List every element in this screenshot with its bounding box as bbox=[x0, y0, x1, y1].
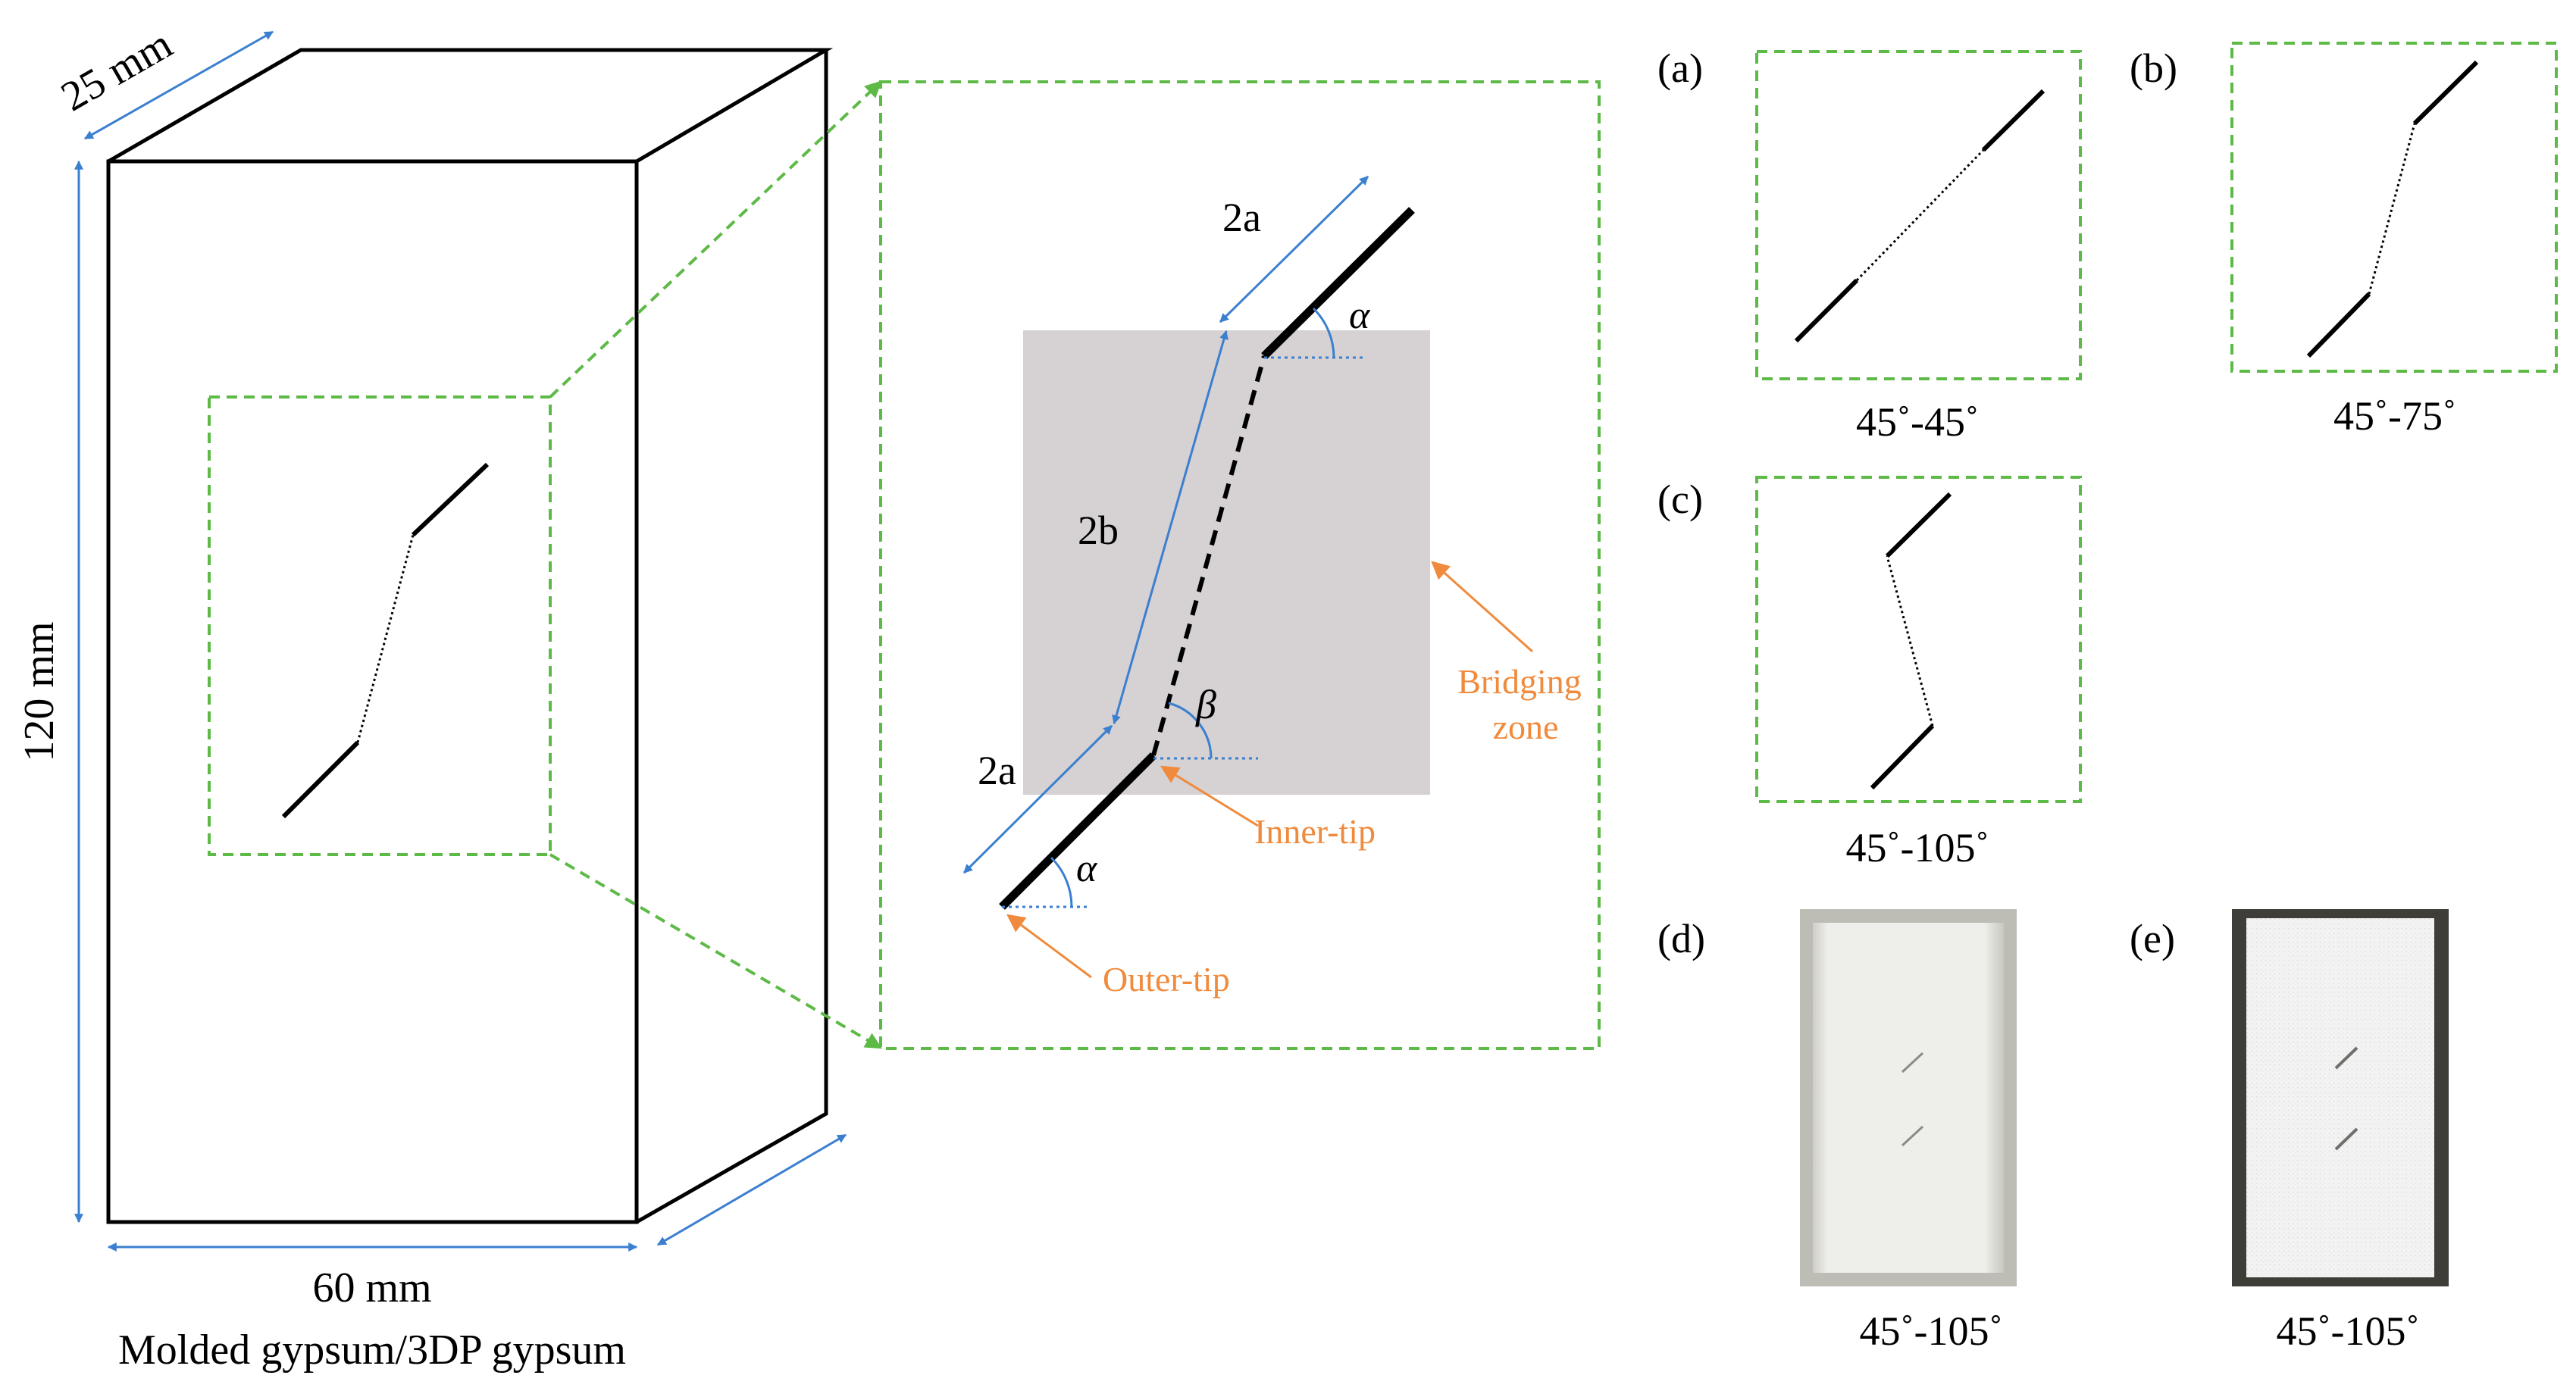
panel-e: (e) 45˚-105˚ bbox=[2130, 909, 2449, 1354]
specimen-flaw-pair bbox=[281, 462, 490, 819]
panel-b-letter: (b) bbox=[2130, 45, 2177, 91]
panel-c-caption: 45˚-105˚ bbox=[1846, 825, 1989, 870]
outer-tip-label: Outer-tip bbox=[1103, 960, 1230, 999]
alpha-label-top: α bbox=[1349, 294, 1371, 337]
panel-b-frame bbox=[2230, 42, 2558, 373]
panel-a-caption: 45˚-45˚ bbox=[1856, 399, 1979, 445]
specimen-block: 25 mm 120 mm 60 mm Molded gypsum/3DP gyp… bbox=[16, 20, 882, 1374]
height-label: 120 mm bbox=[16, 621, 63, 761]
specimen-caption: Molded gypsum/3DP gypsum bbox=[118, 1327, 626, 1374]
lower-flaw-length-label: 2a bbox=[978, 748, 1016, 793]
panel-e-caption: 45˚-105˚ bbox=[2277, 1308, 2420, 1354]
panel-c-frame bbox=[1755, 476, 2082, 803]
bridging-zone bbox=[1023, 330, 1430, 795]
bridge-length-arrow bbox=[1112, 330, 1229, 725]
width-label: 60 mm bbox=[312, 1264, 431, 1311]
panel-b: (b) 45˚-75˚ bbox=[2130, 42, 2558, 439]
upper-flaw-length-label: 2a bbox=[1222, 195, 1261, 240]
panel-e-photo bbox=[2232, 909, 2449, 1286]
specimen-inset-box bbox=[208, 395, 552, 856]
bridging-zone-label-line2: zone bbox=[1493, 708, 1559, 746]
detail-view: 2a 2b 2a α α β Bridging zone Inner-tip O… bbox=[879, 80, 1601, 1050]
bridge-length-label: 2b bbox=[1078, 508, 1119, 553]
specimen-top-face bbox=[107, 48, 834, 164]
panel-b-caption: 45˚-75˚ bbox=[2333, 393, 2456, 439]
inner-tip-label: Inner-tip bbox=[1254, 812, 1376, 851]
zoom-line-bottom bbox=[549, 853, 882, 1049]
panel-a: (a) 45˚-45˚ bbox=[1657, 45, 2082, 445]
side-depth-dimension-arrow bbox=[656, 1133, 847, 1246]
detail-frame bbox=[879, 80, 1601, 1050]
panel-d-caption: 45˚-105˚ bbox=[1860, 1308, 2003, 1354]
panel-c: (c) 45˚-105˚ bbox=[1657, 476, 2082, 870]
upper-flaw-length-arrow bbox=[1219, 175, 1369, 323]
panel-d-letter: (d) bbox=[1657, 916, 1705, 961]
panel-d: (d) 45˚-105˚ bbox=[1657, 909, 2017, 1354]
panel-c-letter: (c) bbox=[1657, 477, 1703, 522]
depth-label: 25 mm bbox=[54, 20, 180, 120]
zoom-line-top bbox=[549, 80, 882, 399]
alpha-label-bottom: α bbox=[1076, 847, 1098, 890]
beta-label: β bbox=[1195, 682, 1216, 727]
panel-d-photo bbox=[1800, 909, 2017, 1286]
lower-flaw-length-arrow bbox=[962, 724, 1113, 874]
panel-e-letter: (e) bbox=[2130, 916, 2175, 961]
depth-dimension-arrow bbox=[83, 30, 274, 140]
panel-a-frame bbox=[1755, 50, 2082, 380]
panel-a-letter: (a) bbox=[1657, 45, 1703, 91]
inner-tip-pointer bbox=[1160, 765, 1259, 827]
specimen-front-face bbox=[106, 159, 639, 1224]
outer-tip-pointer bbox=[1006, 914, 1092, 979]
bridging-zone-label-line1: Bridging bbox=[1457, 662, 1582, 701]
alpha-arc-bottom bbox=[1050, 856, 1073, 908]
bridging-zone-pointer bbox=[1431, 561, 1533, 653]
